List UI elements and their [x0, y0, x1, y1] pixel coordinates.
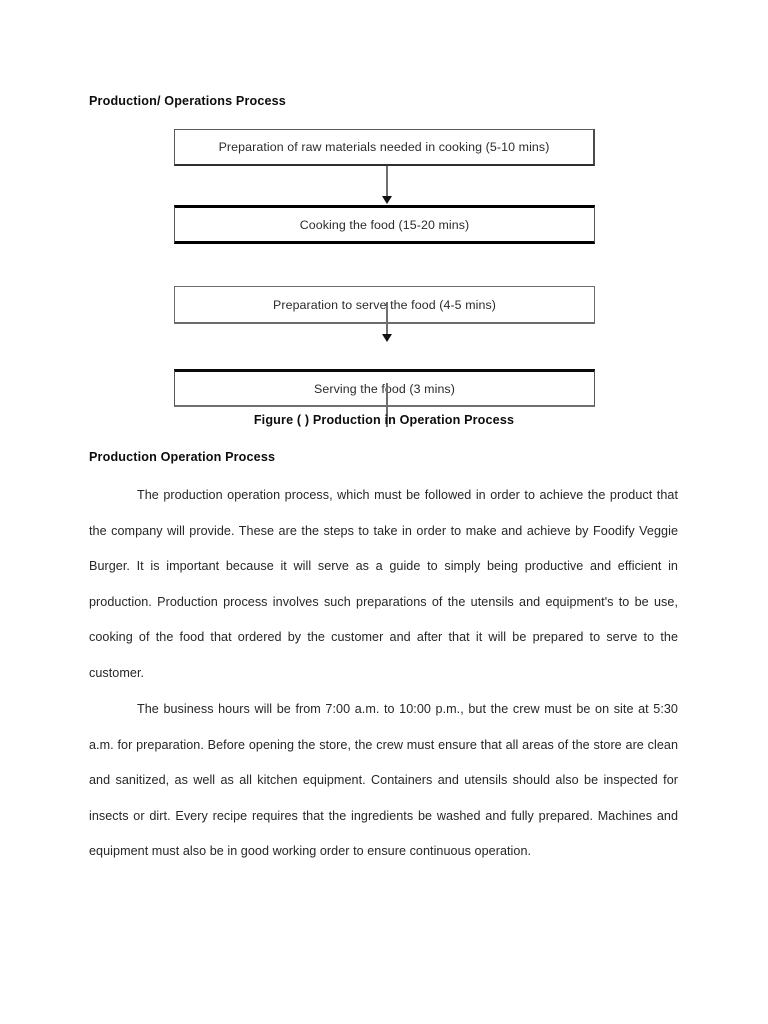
- body-paragraph-2: The business hours will be from 7:00 a.m…: [89, 692, 678, 870]
- flow-step-label: Preparation to serve the food (4-5 mins): [272, 297, 496, 312]
- figure-caption: Figure ( ) Production in Operation Proce…: [253, 413, 515, 427]
- flow-step-preparation-to-serve: Preparation to serve the food (4-5 mins): [174, 286, 595, 324]
- flow-arrowhead-2: [382, 334, 392, 342]
- flow-step-serving-food: Serving the food (3 mins): [174, 369, 595, 407]
- section-heading-operations-process: Production/ Operations Process: [89, 94, 286, 108]
- flow-connector-2: [386, 302, 388, 337]
- flow-connector-1: [386, 166, 388, 199]
- flow-step-preparation-raw-materials: Preparation of raw materials needed in c…: [174, 129, 595, 166]
- flow-step-label: Preparation of raw materials needed in c…: [218, 140, 550, 154]
- flow-arrowhead-1: [382, 196, 392, 204]
- process-flowchart: Preparation of raw materials needed in c…: [0, 0, 768, 440]
- flow-step-cooking-food: Cooking the food (15-20 mins): [174, 205, 595, 244]
- flow-step-label: Cooking the food (15-20 mins): [299, 217, 470, 232]
- paragraph-text: The production operation process, which …: [89, 488, 678, 680]
- paragraph-text: The business hours will be from 7:00 a.m…: [89, 702, 678, 859]
- section-heading-production-operation-process: Production Operation Process: [89, 450, 276, 464]
- flow-connector-stray: [386, 383, 388, 427]
- body-paragraph-1: The production operation process, which …: [89, 478, 678, 692]
- flow-step-label: Serving the food (3 mins): [314, 381, 455, 396]
